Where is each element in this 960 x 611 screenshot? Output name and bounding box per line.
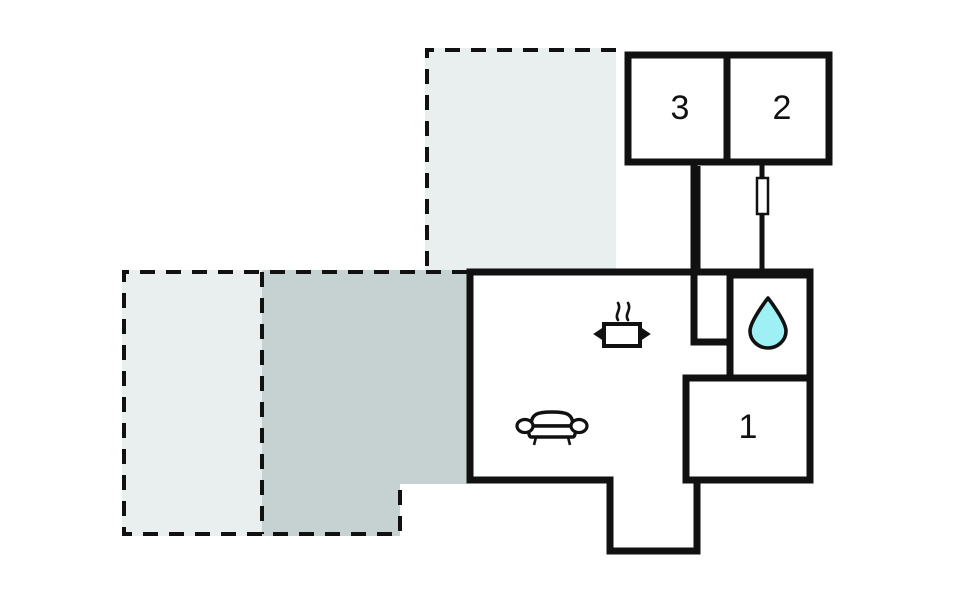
sofa-backrest <box>529 410 575 428</box>
terrace-zones <box>122 48 616 536</box>
room-number-2: 2 <box>773 89 792 127</box>
room-number-1: 1 <box>739 408 758 446</box>
lower-terrace-dashed-outline <box>122 270 467 536</box>
room-number-labels: 3 2 1 <box>671 89 792 446</box>
water-drop-shape <box>748 296 788 350</box>
pot-steam-right <box>625 301 631 322</box>
upper-terrace-zone-fill <box>425 48 616 272</box>
pot-body <box>602 322 642 348</box>
sofa-seat <box>527 424 577 439</box>
sofa-leg-right <box>566 436 572 446</box>
water-drop-icon <box>748 296 788 350</box>
door-marker <box>755 176 770 216</box>
pot-handle-left <box>593 326 605 342</box>
lower-terrace-light-zone-fill <box>122 270 262 536</box>
terrace-dashed-outlines <box>122 48 616 536</box>
upper-terrace-dashed-outline <box>425 48 616 272</box>
pot-steam-left <box>615 301 621 322</box>
room-1-cell-outline <box>682 374 814 484</box>
room-number-3: 3 <box>671 89 690 127</box>
pot-handle-right <box>639 326 651 342</box>
cooking-pot-icon <box>593 301 651 348</box>
lower-terrace-dark-zone-fill <box>262 270 467 536</box>
sofa-arm-left <box>515 417 535 435</box>
sofa-leg-left <box>532 436 538 446</box>
sofa-arm-right <box>569 417 589 435</box>
building-walls <box>466 51 833 555</box>
corridor-wall-from-room3 <box>690 158 734 346</box>
sofa-icon <box>515 410 589 446</box>
openings <box>755 176 770 216</box>
